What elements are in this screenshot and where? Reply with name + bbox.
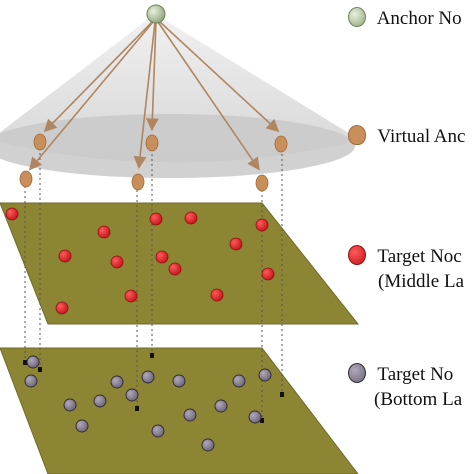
- legend-target-middle-line2: (Middle La: [378, 271, 465, 292]
- bottom-layer-plane: [0, 347, 359, 474]
- anchor-arrows: [28, 21, 280, 171]
- virtual-anchor: [145, 134, 159, 152]
- target-node-middle: [149, 212, 163, 226]
- virtual-anchor: [33, 133, 47, 151]
- virtual-anchor: [131, 173, 145, 191]
- target-node-middle: [184, 211, 198, 225]
- legend-virtual-anchor: Virtual Anc: [348, 124, 474, 149]
- virtual-anchor: [274, 135, 288, 153]
- target-node-bottom: [75, 419, 89, 433]
- target-node-middle: [5, 207, 19, 221]
- legend-virtual-anchor-label: Virtual Anc: [377, 126, 466, 147]
- target-node-bottom: [248, 410, 262, 424]
- target-node-middle: [229, 237, 243, 251]
- target-node-bottom: [26, 355, 40, 369]
- target-node-bottom: [232, 374, 246, 388]
- target-node-middle: [255, 218, 269, 232]
- target-node-bottom: [183, 408, 197, 422]
- target-node-bottom: [141, 370, 155, 384]
- red-circle-icon: [348, 245, 366, 265]
- target-node-bottom: [258, 368, 272, 382]
- legend-anchor: Anchor No: [348, 6, 474, 31]
- legend-anchor-label: Anchor No: [376, 8, 462, 29]
- legend-target-bottom-line1: Target No: [377, 364, 454, 385]
- target-node-middle: [210, 288, 224, 302]
- target-nodes-middle: [5, 207, 275, 315]
- target-node-bottom: [151, 424, 165, 438]
- target-node-middle: [124, 289, 138, 303]
- target-node-bottom: [93, 394, 107, 408]
- target-node-bottom: [125, 388, 139, 402]
- legend-target-bottom: Target No (Bottom La: [348, 362, 474, 412]
- drop-lines: [24, 153, 283, 420]
- green-circle-icon: [348, 7, 366, 27]
- middle-layer-plane: [0, 202, 360, 325]
- target-nodes-bottom: [24, 355, 272, 452]
- target-node-bottom: [172, 374, 186, 388]
- target-node-middle: [97, 225, 111, 239]
- target-node-middle: [155, 250, 169, 264]
- legend-target-bottom-line2: (Bottom La: [374, 389, 463, 410]
- target-node-bottom: [63, 398, 77, 412]
- target-node-middle: [110, 255, 124, 269]
- drop-line-ends: [23, 353, 284, 423]
- gray-circle-icon: [348, 363, 366, 383]
- target-node-middle: [261, 267, 275, 281]
- virtual-anchor: [255, 174, 269, 192]
- virtual-anchor: [19, 170, 33, 188]
- legend-target-middle-line1: Target Noc: [377, 246, 462, 267]
- tan-drop-icon: [348, 125, 366, 145]
- target-node-middle: [168, 262, 182, 276]
- target-node-bottom: [110, 375, 124, 389]
- target-node-middle: [58, 249, 72, 263]
- target-node-bottom: [214, 399, 228, 413]
- virtual-anchors: [19, 133, 288, 192]
- target-node-bottom: [24, 374, 38, 388]
- anchor-node: [146, 4, 166, 24]
- target-node-middle: [55, 301, 69, 315]
- legend-target-middle: Target Noc (Middle La: [348, 244, 474, 294]
- target-node-bottom: [201, 438, 215, 452]
